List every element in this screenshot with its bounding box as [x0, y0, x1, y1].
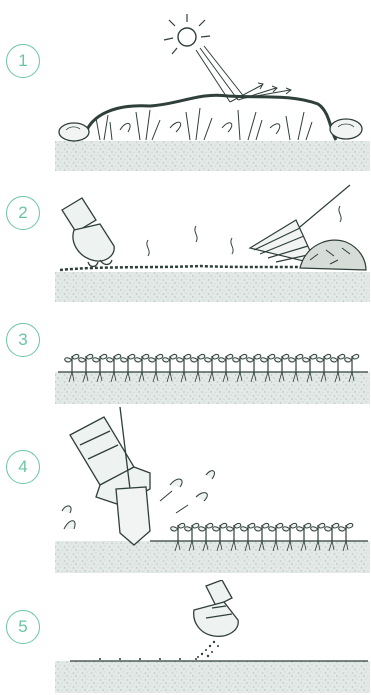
soil-icon [55, 141, 370, 171]
step-2: 2 [0, 180, 371, 310]
step-5-illustration [0, 580, 371, 695]
weeds-icon [96, 108, 312, 140]
falling-seeds-icon [99, 641, 219, 660]
step-3: 3 [0, 310, 371, 405]
step-3-illustration [0, 310, 371, 405]
soil-icon [55, 541, 370, 573]
gloved-hand-icon [194, 580, 239, 636]
tarp-icon [84, 95, 336, 140]
gloved-hand-icon [62, 198, 114, 267]
step-2-illustration [0, 180, 371, 310]
soil-icon [55, 272, 370, 302]
step-1: 1 [0, 0, 371, 180]
step-1-illustration [0, 0, 371, 180]
step-5: 5 [0, 580, 371, 695]
step-4-illustration [0, 405, 371, 580]
soil-icon [55, 661, 370, 693]
step-4: 4 [0, 405, 371, 580]
debris-pile-icon [300, 240, 366, 270]
sun-icon [164, 14, 210, 54]
sun-rays [196, 46, 291, 102]
